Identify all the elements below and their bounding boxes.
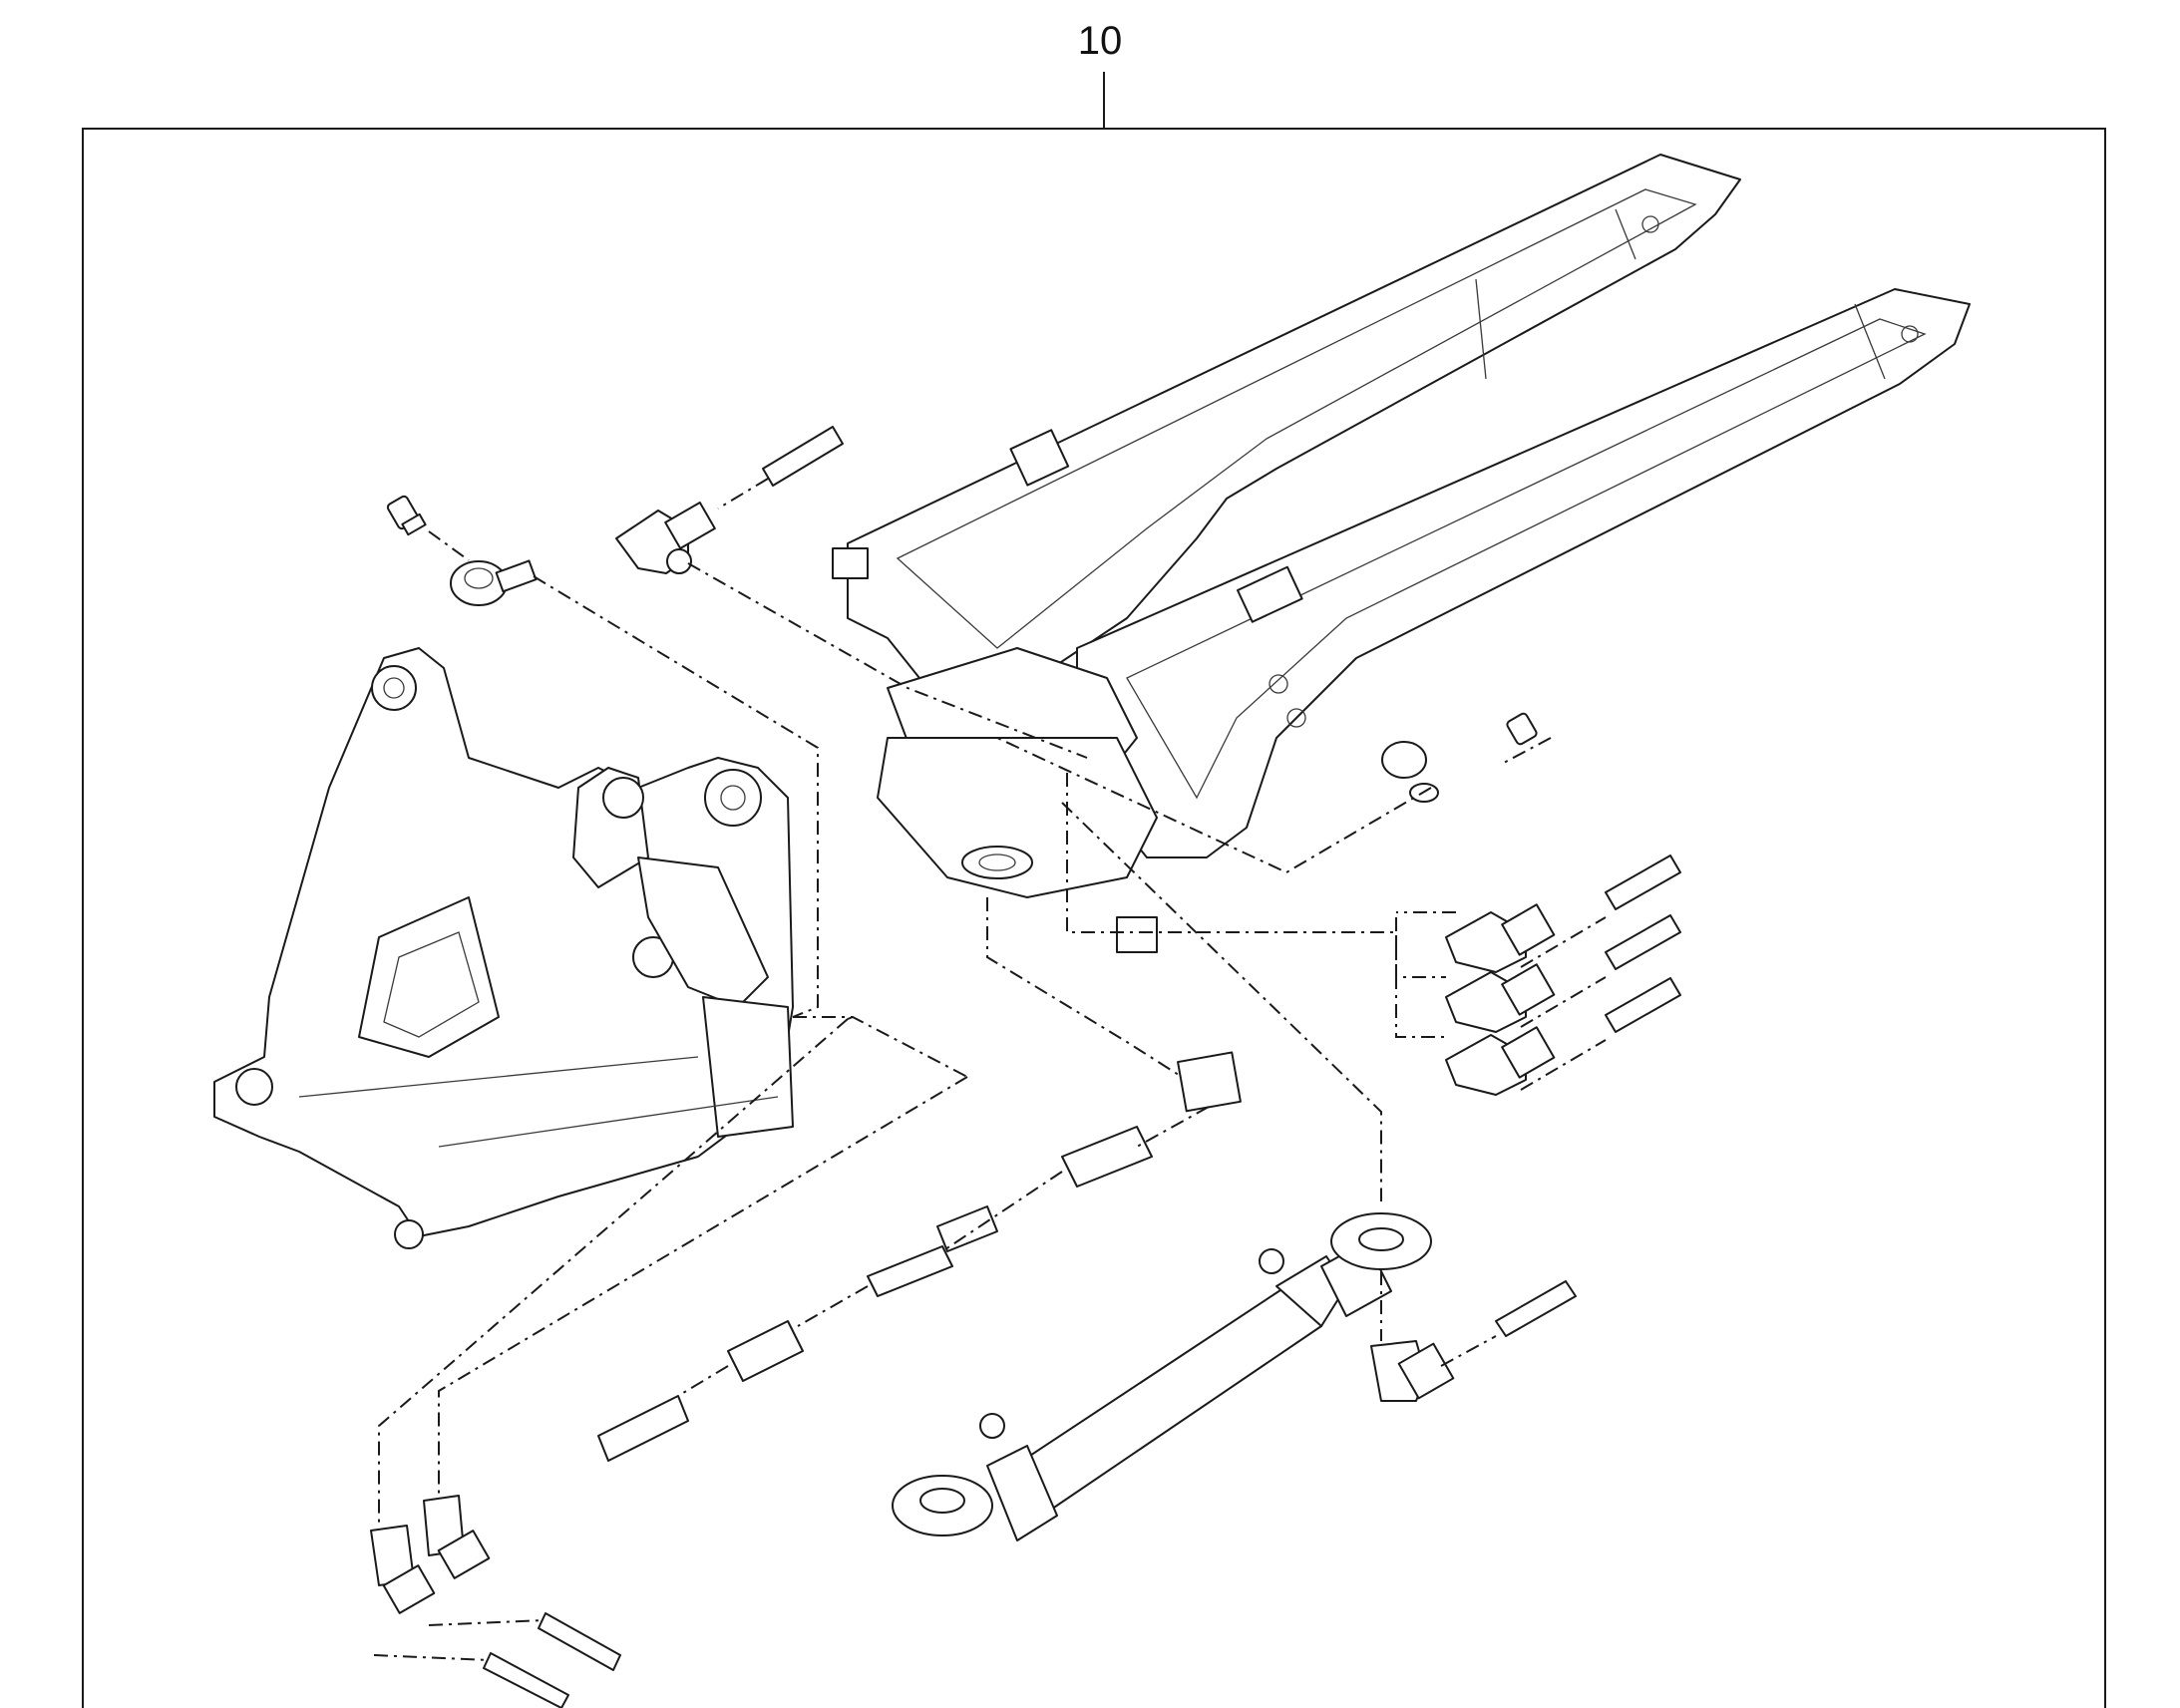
elbow-stack <box>1445 854 1681 1096</box>
fittings <box>370 426 1681 1708</box>
front-chassis <box>213 647 794 1249</box>
assembly-leaders <box>373 478 1607 1661</box>
lift-cylinder <box>892 1212 1432 1541</box>
assembly-frame <box>82 128 2106 1708</box>
callout-label: 10 <box>1078 19 1123 63</box>
lift-arm <box>832 154 1971 953</box>
